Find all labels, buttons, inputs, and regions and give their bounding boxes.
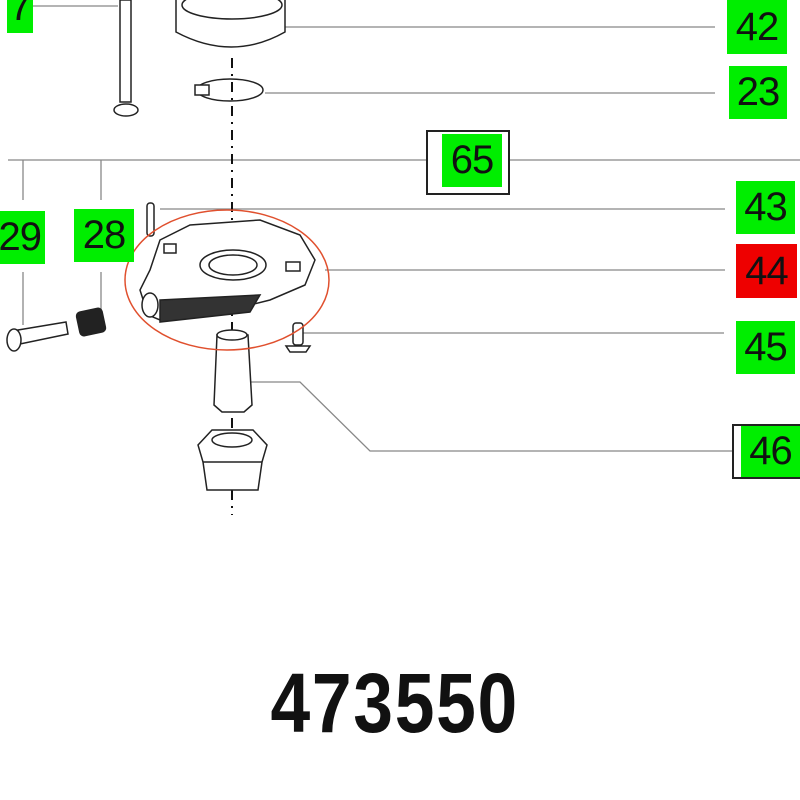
label-7[interactable]: 7 [7,0,33,33]
label-45[interactable]: 45 [736,321,795,374]
leader-lines [8,5,800,452]
pin-part [146,202,155,237]
countersunk-screw-part [284,322,312,353]
label-65[interactable]: 65 [442,134,502,187]
leader-46 [250,381,732,452]
nut-part [197,429,268,491]
plate-part [139,219,316,323]
parts [6,0,316,491]
label-42[interactable]: 42 [727,0,787,54]
needle-bush-part [75,307,107,337]
label-28[interactable]: 28 [74,209,134,262]
highlight-ring [124,209,330,351]
label-29[interactable]: 29 [0,211,45,264]
long-screw-part [113,0,139,117]
bearing-part [175,0,286,48]
label-23[interactable]: 23 [729,66,787,119]
sleeve-part [213,329,253,413]
part-number: 473550 [270,656,519,750]
bolt-part [6,321,69,352]
label-46[interactable]: 46 [741,426,800,477]
label-44-highlighted[interactable]: 44 [736,244,797,298]
label-43[interactable]: 43 [736,181,795,234]
circlip-part [194,78,264,102]
